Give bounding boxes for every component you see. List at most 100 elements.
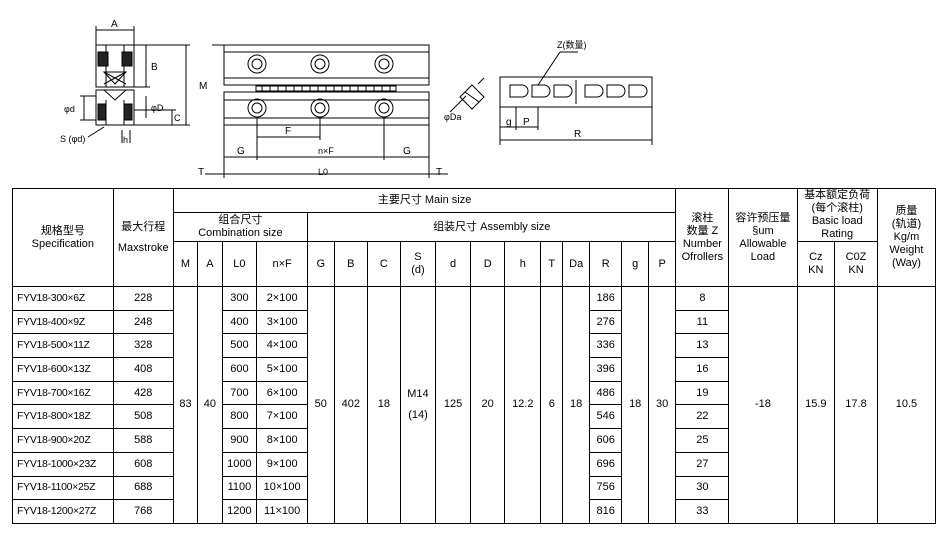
col-S: S(d) <box>399 241 437 287</box>
shared-preload: -18 <box>728 286 798 524</box>
cell-L0: 800 <box>221 404 258 430</box>
col-Da: Da <box>562 241 590 287</box>
label-T-left: T <box>198 167 204 178</box>
cell-R: 186 <box>588 286 623 311</box>
shared-t: 6 <box>540 286 564 524</box>
cell-L0: 500 <box>221 333 258 359</box>
header-load-rating: 基本额定负荷(每个滚柱)Basic load Rating <box>796 188 878 242</box>
cell-spec: FYV18-700×16Z <box>12 380 114 406</box>
cell-L0: 400 <box>221 309 258 335</box>
col-A: A <box>197 241 223 287</box>
cell-L0: 300 <box>221 286 258 311</box>
label-P: P <box>523 117 530 128</box>
shared-g: 18 <box>621 286 649 524</box>
cell-stroke: 408 <box>112 357 174 382</box>
label-S: S (φd) <box>60 134 85 144</box>
cell-spec: FYV18-900×20Z <box>12 428 114 453</box>
col-nF: n×F <box>256 241 309 287</box>
shared-d: 125 <box>435 286 471 524</box>
label-F: F <box>285 126 291 137</box>
label-g: g <box>506 117 512 128</box>
cell-Z: 25 <box>675 428 730 453</box>
cell-stroke: 428 <box>112 380 174 406</box>
label-G-left: G <box>237 146 245 157</box>
label-R: R <box>574 129 581 140</box>
label-M: M <box>199 81 207 92</box>
cell-stroke: 248 <box>112 309 174 335</box>
shared-c0z: 17.8 <box>834 286 878 524</box>
cell-nF: 8×100 <box>256 428 309 453</box>
cell-R: 816 <box>588 499 623 524</box>
roller-detail <box>449 77 485 113</box>
shared-a: 40 <box>197 286 223 524</box>
cell-R: 696 <box>588 451 623 477</box>
shared-h: 12.2 <box>504 286 542 524</box>
cell-spec: FYV18-500×11Z <box>12 333 114 359</box>
cell-Z: 22 <box>675 404 730 430</box>
label-Z: Z(数量) <box>557 39 587 50</box>
cell-spec: FYV18-300×6Z <box>12 286 114 311</box>
cell-stroke: 328 <box>112 333 174 359</box>
label-B: B <box>151 62 158 73</box>
cell-Z: 30 <box>675 475 730 501</box>
col-h: h <box>504 241 542 287</box>
shared-d: 20 <box>469 286 506 524</box>
label-L0: L0 <box>318 167 328 177</box>
cell-Z: 8 <box>675 286 730 311</box>
cell-L0: 600 <box>221 357 258 382</box>
cell-stroke: 768 <box>112 499 174 524</box>
cell-L0: 1200 <box>221 499 258 524</box>
cell-R: 546 <box>588 404 623 430</box>
cell-R: 756 <box>588 475 623 501</box>
header-main-size: 主要尺寸 Main size <box>172 187 677 214</box>
shared-weight: 10.5 <box>876 286 937 524</box>
cell-R: 276 <box>588 309 623 335</box>
shared-g: 50 <box>307 286 335 524</box>
cell-R: 606 <box>588 428 623 453</box>
technical-drawing: A B M φd φD C S (φd) h <box>60 19 653 178</box>
col-P: P <box>647 241 677 287</box>
header-assembly-size: 组装尺寸 Assembly size <box>307 212 677 242</box>
label-C: C <box>174 113 181 123</box>
label-T-right: T <box>436 167 442 178</box>
shared-b: 402 <box>333 286 369 524</box>
shared-m: 83 <box>172 286 199 524</box>
label-h: h <box>123 135 128 145</box>
label-phi-d: φd <box>64 104 75 114</box>
cell-nF: 4×100 <box>256 333 309 359</box>
label-Da: φDa <box>444 112 461 122</box>
cell-stroke: 608 <box>112 451 174 477</box>
col-L0: L0 <box>221 241 258 287</box>
cell-spec: FYV18-400×9Z <box>12 309 114 335</box>
cell-Z: 27 <box>675 451 730 477</box>
col-R: R <box>588 241 623 287</box>
cell-R: 486 <box>588 380 623 406</box>
cell-nF: 11×100 <box>256 499 309 524</box>
cell-Z: 16 <box>675 357 730 382</box>
label-phi-D: φD <box>151 103 164 113</box>
cell-L0: 1000 <box>221 451 258 477</box>
col-d: d <box>435 241 471 287</box>
shared-c: 18 <box>367 286 401 524</box>
col-D: D <box>469 241 506 287</box>
shared-s: M14(14) <box>399 286 437 524</box>
col-T: T <box>540 241 564 287</box>
cell-stroke: 688 <box>112 475 174 501</box>
cell-nF: 3×100 <box>256 309 309 335</box>
shared-p: 30 <box>647 286 677 524</box>
cell-L0: 700 <box>221 380 258 406</box>
